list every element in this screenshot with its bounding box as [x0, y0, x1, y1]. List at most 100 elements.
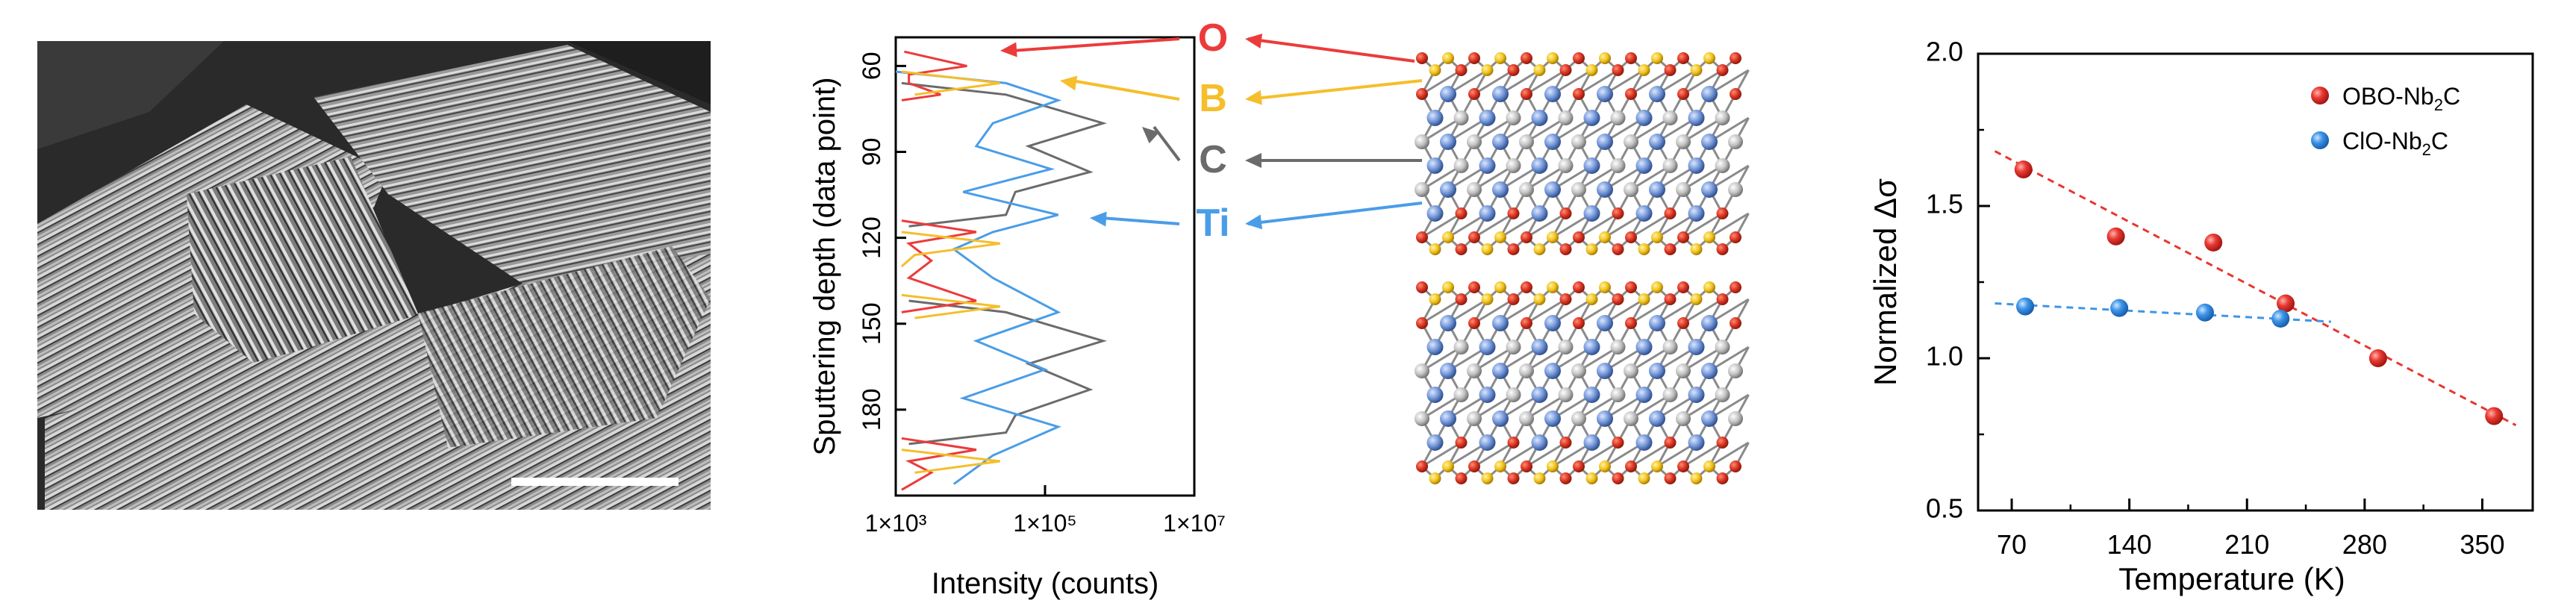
atom-nb: [1440, 86, 1456, 102]
atom-b: [1494, 460, 1506, 472]
data-point-obo: [2485, 407, 2504, 425]
atom-nb: [1440, 410, 1456, 427]
bond: [1421, 212, 1462, 239]
bond: [1526, 69, 1567, 96]
atom-o: [1559, 207, 1572, 219]
atom-o: [1455, 64, 1468, 76]
atom-b: [1429, 243, 1441, 255]
sims-y-tick-label: 120: [858, 216, 886, 259]
atom-b: [1481, 472, 1494, 484]
atom-o: [1730, 231, 1741, 243]
atom-c: [1676, 363, 1691, 378]
data-point-obo: [2014, 160, 2033, 179]
atom-nb: [1440, 181, 1456, 198]
atom-o: [1730, 52, 1741, 64]
atom-nb: [1544, 410, 1561, 427]
atom-b: [1533, 293, 1546, 305]
atom-c: [1610, 340, 1626, 355]
element-arrow-right: [1247, 37, 1415, 63]
atom-o: [1468, 231, 1480, 243]
atom-nb: [1440, 315, 1456, 331]
atom-b: [1585, 472, 1598, 484]
element-label-ti: Ti: [1196, 202, 1229, 245]
structure-slab-top: [1415, 52, 1750, 255]
data-point-clo: [2016, 297, 2035, 316]
atom-o: [1416, 88, 1428, 100]
atom-b: [1585, 293, 1598, 305]
atom-o: [1455, 472, 1468, 484]
bond: [1578, 164, 1619, 191]
atom-nb: [1597, 363, 1613, 379]
atom-nb: [1688, 339, 1705, 355]
atom-b: [1533, 243, 1546, 255]
atom-c: [1571, 134, 1586, 149]
bond: [1682, 212, 1724, 239]
atom-b: [1638, 472, 1650, 484]
atom-nb: [1531, 339, 1548, 355]
legend-label-subscript: 2: [2434, 96, 2443, 114]
data-point-obo: [2277, 294, 2295, 313]
atom-o: [1507, 207, 1520, 219]
bond: [1421, 441, 1462, 468]
sims-curve-b: [900, 231, 1000, 268]
atom-b: [1481, 64, 1494, 76]
bond: [1473, 116, 1515, 143]
legend-label-main: ClO-Nb: [2342, 128, 2422, 154]
atom-o: [1559, 437, 1572, 449]
bond: [1682, 441, 1724, 468]
atom-nb: [1531, 434, 1548, 451]
atom-c: [1506, 110, 1521, 125]
atom-b: [1703, 460, 1715, 472]
legend-label-subscript: 2: [2422, 140, 2431, 159]
bond: [1709, 212, 1750, 239]
bond: [1578, 69, 1619, 96]
atom-c: [1506, 340, 1521, 355]
data-point-obo: [2204, 233, 2223, 252]
atom-o: [1677, 88, 1689, 100]
atom-c: [1558, 158, 1574, 173]
bond: [1630, 441, 1671, 468]
atom-b: [1690, 64, 1703, 76]
bond: [1526, 164, 1567, 191]
atom-nb: [1440, 134, 1456, 150]
bond: [1526, 441, 1567, 468]
sims-x-tick-label: 1×10³: [865, 510, 927, 537]
atom-o: [1730, 281, 1741, 293]
atom-b: [1442, 460, 1454, 472]
bond: [1709, 441, 1750, 468]
atom-o: [1573, 460, 1585, 472]
atom-nb: [1635, 434, 1653, 451]
atom-b: [1599, 52, 1611, 64]
sims-x-tick-label: 1×10⁷: [1163, 510, 1226, 537]
fit-line-obo: [1994, 150, 2517, 427]
atom-c: [1506, 158, 1521, 173]
atom-o: [1416, 460, 1428, 472]
bond: [1421, 116, 1462, 143]
atom-c: [1662, 110, 1678, 125]
atom-o: [1416, 52, 1428, 64]
bond: [1421, 393, 1462, 420]
atom-b: [1429, 293, 1441, 305]
chart-plot-frame: [1977, 52, 2534, 512]
atom-nb: [1688, 387, 1705, 403]
atom-nb: [1583, 110, 1600, 126]
bond: [1630, 116, 1671, 143]
atom-nb: [1492, 363, 1509, 379]
element-arrowhead-left: [1060, 75, 1078, 91]
atom-o: [1455, 243, 1468, 255]
legend-label-obo: OBO-Nb2C: [2342, 83, 2460, 114]
sims-curves: [895, 50, 1108, 491]
atom-nb: [1531, 387, 1548, 403]
atom-c: [1624, 134, 1638, 149]
atom-nb: [1649, 363, 1665, 379]
atom-nb: [1492, 134, 1509, 150]
atom-b: [1703, 52, 1715, 64]
atom-o: [1664, 64, 1677, 76]
atom-b: [1585, 64, 1598, 76]
atom-o: [1716, 64, 1729, 76]
chart-points: [2014, 160, 2504, 425]
